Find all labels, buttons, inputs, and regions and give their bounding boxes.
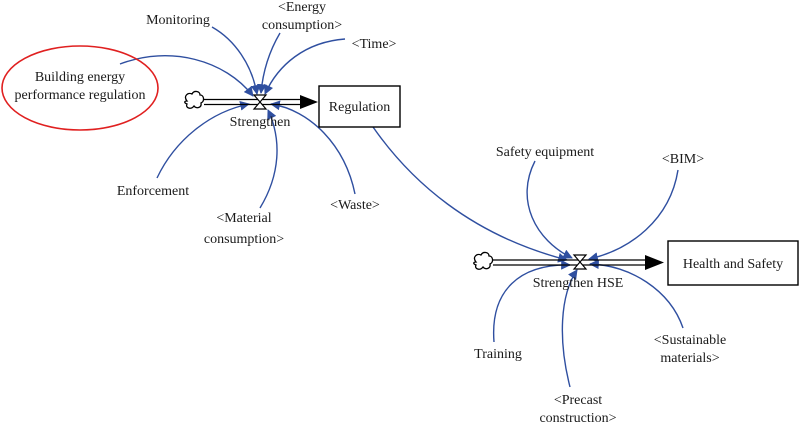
variable-sustainable-materials-line1[interactable]: <Sustainable: [654, 333, 726, 348]
variable-energy-consumption-line2[interactable]: consumption>: [262, 18, 342, 33]
variable-material-consumption-line2[interactable]: consumption>: [204, 232, 284, 247]
cloud-source-hse-icon: [473, 251, 494, 270]
variable-training[interactable]: Training: [474, 347, 522, 362]
stock-regulation-label: Regulation: [329, 100, 390, 115]
link-monitoring-strengthen[interactable]: [211, 26, 261, 95]
flow-label-strengthen-hse[interactable]: Strengthen HSE: [533, 276, 624, 291]
variable-material-consumption-line1[interactable]: <Material: [216, 211, 271, 226]
stock-regulation[interactable]: Regulation: [318, 85, 401, 128]
variable-time[interactable]: <Time>: [352, 37, 397, 52]
cloud-source-icon: [184, 90, 205, 109]
link-training-strengthen-hse[interactable]: [493, 259, 571, 343]
valve-strengthen-hse-icon[interactable]: [572, 254, 588, 270]
link-enforcement-strengthen[interactable]: [156, 100, 250, 179]
building-energy-regulation-label-line2[interactable]: performance regulation: [15, 88, 146, 103]
link-bim-strengthen-hse[interactable]: [588, 169, 679, 262]
link-time-strengthen[interactable]: [264, 38, 346, 95]
valve-strengthen-icon[interactable]: [252, 94, 268, 110]
link-waste-strengthen[interactable]: [270, 100, 356, 195]
link-regulation-strengthen-hse[interactable]: [372, 126, 568, 263]
flow-label-strengthen[interactable]: Strengthen: [230, 115, 291, 130]
building-energy-regulation-label-line1[interactable]: Building energy: [35, 70, 125, 85]
variable-enforcement[interactable]: Enforcement: [117, 184, 189, 199]
link-precast-construction-strengthen-hse[interactable]: [561, 269, 578, 388]
variable-monitoring[interactable]: Monitoring: [146, 13, 210, 28]
link-energy-consumption-strengthen[interactable]: [256, 32, 281, 94]
link-safety-equipment-strengthen-hse[interactable]: [526, 160, 573, 259]
variable-energy-consumption-line1[interactable]: <Energy: [278, 0, 326, 15]
variable-bim[interactable]: <BIM>: [662, 152, 704, 167]
flow-pipe-strengthen: [204, 95, 318, 109]
variable-precast-construction-line2[interactable]: construction>: [539, 411, 616, 424]
link-material-consumption-strengthen[interactable]: [259, 109, 278, 209]
stock-health-safety[interactable]: Health and Safety: [667, 240, 799, 286]
variable-safety-equipment[interactable]: Safety equipment: [496, 145, 594, 160]
variable-sustainable-materials-line2[interactable]: materials>: [660, 351, 719, 366]
highlight-ellipse: [1, 45, 159, 131]
flow-pipe-strengthen-hse: [493, 255, 664, 270]
variable-precast-construction-line1[interactable]: <Precast: [554, 393, 602, 408]
variable-waste[interactable]: <Waste>: [330, 198, 380, 213]
stock-health-safety-label: Health and Safety: [683, 257, 783, 272]
